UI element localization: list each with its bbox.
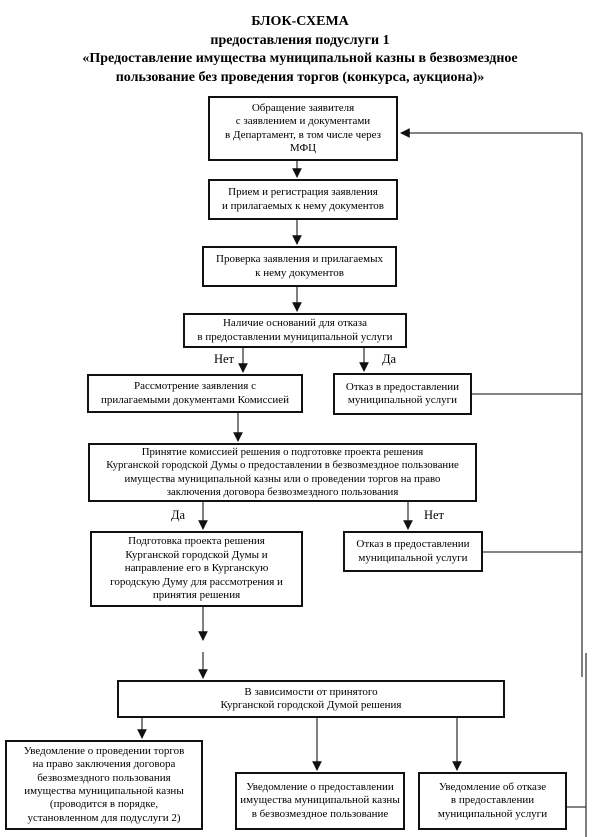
node-draft-decision: Подготовка проекта решения Курганской го… — [90, 531, 303, 607]
branch-label-commission-no: Нет — [423, 508, 445, 522]
node-commission-review: Рассмотрение заявления с прилагаемыми до… — [87, 374, 303, 413]
node-service-refusal-1: Отказ в предоставлении муниципальной усл… — [333, 373, 472, 415]
title-line-4: пользование без проведения торгов (конку… — [115, 69, 485, 85]
node-commission-decision: Принятие комиссией решения о подготовке … — [88, 443, 477, 502]
node-service-refusal-2: Отказ в предоставлении муниципальной усл… — [343, 531, 483, 572]
title-line-3: «Предоставление имущества муниципальной … — [82, 51, 518, 66]
node-auction-notice: Уведомление о проведении торгов на право… — [5, 740, 203, 830]
node-refusal-notice: Уведомление об отказе в предоставлении м… — [418, 772, 567, 830]
branch-label-grounds-no: Нет — [213, 352, 235, 366]
node-application: Обращение заявителя с заявлением и докум… — [208, 96, 398, 161]
node-duma-decision: В зависимости от принятого Курганской го… — [117, 680, 505, 718]
node-refusal-grounds: Наличие оснований для отказа в предостав… — [183, 313, 407, 348]
node-grant-notice: Уведомление о предоставлении имущества м… — [235, 772, 405, 830]
title-line-2: предоставления подуслуги 1 — [210, 32, 390, 48]
node-verification: Проверка заявления и прилагаемых к нему … — [202, 246, 397, 287]
node-reception-registration: Прием и регистрация заявления и прилагае… — [208, 179, 398, 220]
title-line-1: БЛОК-СХЕМА — [251, 14, 349, 29]
branch-label-commission-yes: Да — [170, 508, 186, 522]
page-title: БЛОК-СХЕМА предоставления подуслуги 1 «П… — [0, 13, 600, 87]
branch-label-grounds-yes: Да — [381, 352, 397, 366]
